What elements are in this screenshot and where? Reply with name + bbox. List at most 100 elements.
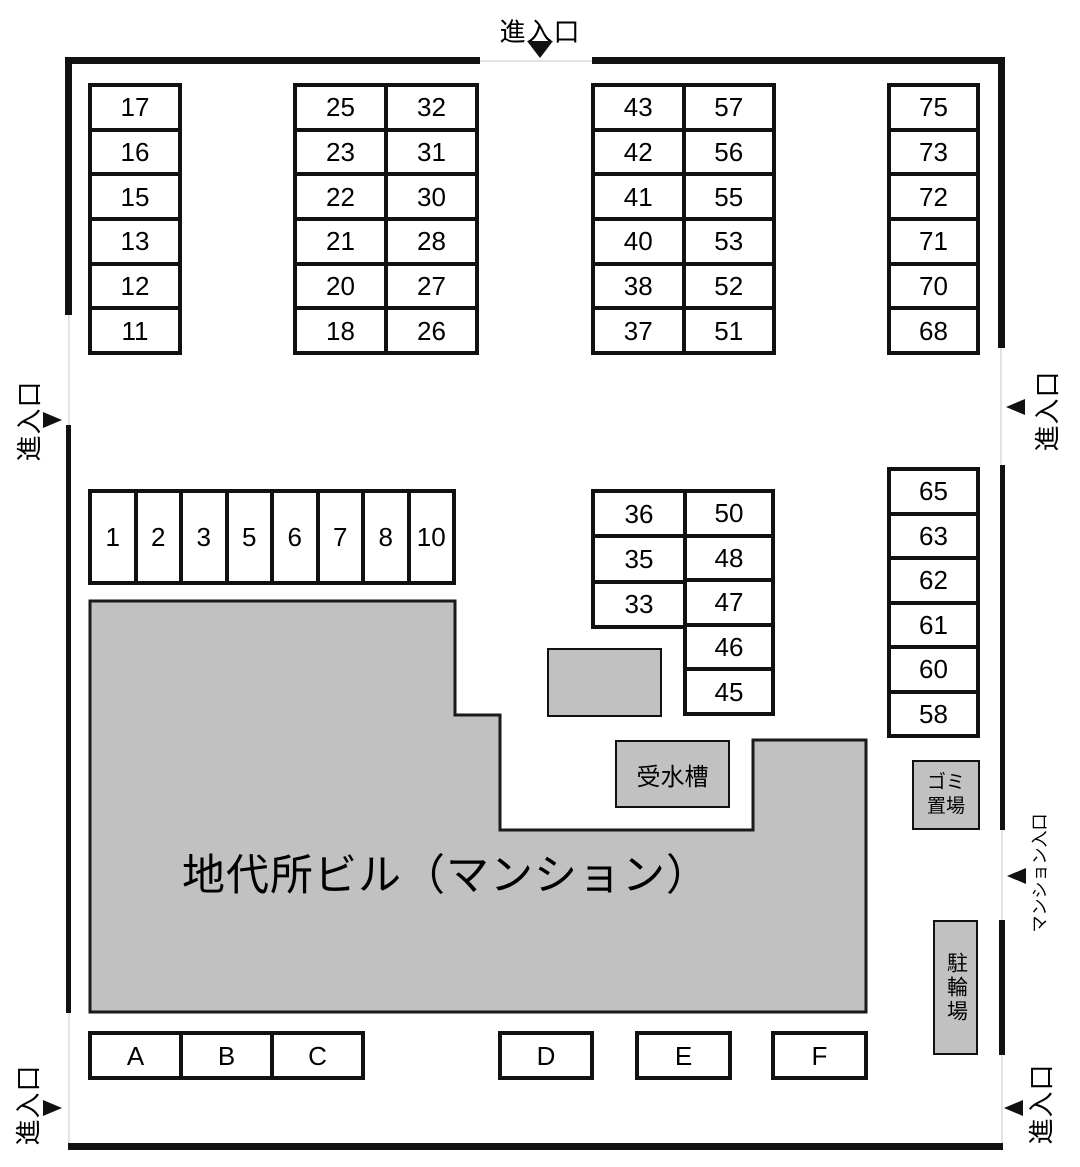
- entrance-label-bottom-left: 進入口: [13, 1064, 44, 1146]
- stall-36: 36: [595, 493, 683, 535]
- building-outline: [88, 599, 868, 1014]
- stall-52: 52: [685, 265, 772, 307]
- stall-1: 1: [92, 493, 134, 581]
- stall-32: 32: [388, 87, 475, 128]
- stall-63: 63: [891, 515, 976, 556]
- stall-50: 50: [687, 493, 771, 534]
- entrance-label-left: 進入口: [14, 380, 45, 462]
- bicycle-parking-label: 駐輪場: [944, 951, 968, 1024]
- wall-right-upper-segment: [998, 57, 1005, 348]
- stall-61: 61: [891, 604, 976, 645]
- stall-47: 47: [687, 582, 771, 623]
- stall-55: 55: [685, 176, 772, 217]
- stall-group-top-midleft: 25 32 23 31 22 30 21 28 20 27 18 26: [293, 83, 479, 355]
- stall-37: 37: [595, 310, 682, 351]
- stall-27: 27: [388, 265, 475, 307]
- stall-box-e: E: [635, 1031, 732, 1080]
- wall-left-lower-segment: [66, 425, 71, 1013]
- stall-8: 8: [365, 493, 407, 581]
- gap-line-mansion-entrance: [1001, 830, 1003, 920]
- stall-e: E: [639, 1035, 728, 1076]
- stall-75: 75: [891, 87, 976, 128]
- stall-68: 68: [891, 310, 976, 351]
- water-tank-label: 受水槽: [636, 763, 709, 791]
- mansion-entrance-arrow-icon: [1007, 868, 1026, 884]
- stall-56: 56: [685, 131, 772, 173]
- entrance-arrow-bottom-left-icon: [43, 1100, 62, 1116]
- wall-bottom: [68, 1143, 1003, 1150]
- garbage-label-line2: 置場: [926, 796, 965, 817]
- stall-28: 28: [388, 221, 475, 262]
- bicycle-parking: 駐輪場: [933, 920, 978, 1055]
- wall-right-lower-segment: [999, 920, 1005, 1055]
- stall-26: 26: [388, 310, 475, 351]
- stall-group-mid-right-col: 50 48 47 46 45: [683, 489, 775, 716]
- stall-53: 53: [685, 221, 772, 262]
- stall-15: 15: [92, 176, 178, 217]
- stall-7: 7: [319, 493, 361, 581]
- stall-21: 21: [297, 221, 384, 262]
- wall-top-left-segment: [65, 57, 480, 64]
- stall-65: 65: [891, 471, 976, 512]
- stall-box-d: D: [498, 1031, 594, 1080]
- stall-f: F: [775, 1035, 864, 1076]
- building-label: 地代所ビル（マンション）: [182, 852, 710, 900]
- stall-72: 72: [891, 176, 976, 217]
- stall-row-middle: 1 2 3 5 6 7 8 10: [88, 489, 456, 585]
- stall-16: 16: [92, 131, 178, 173]
- wall-left-upper-segment: [65, 57, 72, 315]
- stall-40: 40: [595, 221, 682, 262]
- stall-60: 60: [891, 649, 976, 690]
- gap-line-bottom-left-entrance: [68, 1013, 70, 1145]
- wall-top-right-segment: [592, 57, 1003, 64]
- water-tank: 受水槽: [615, 740, 730, 808]
- stall-43: 43: [595, 87, 682, 128]
- stall-31: 31: [388, 131, 475, 173]
- stall-17: 17: [92, 87, 178, 128]
- stall-b: B: [183, 1035, 270, 1076]
- entrance-arrow-top-icon: [527, 41, 553, 58]
- stall-48: 48: [687, 537, 771, 579]
- stall-73: 73: [891, 131, 976, 173]
- wall-right-middle-segment: [1000, 465, 1005, 830]
- stall-column-right: 65 63 62 61 60 58: [887, 467, 980, 738]
- annex-block: [547, 648, 662, 717]
- mansion-entrance-label: マンション入口: [1030, 813, 1050, 933]
- stall-12: 12: [92, 265, 178, 307]
- stall-46: 46: [687, 626, 771, 668]
- stall-box-f: F: [771, 1031, 868, 1080]
- stall-5: 5: [228, 493, 270, 581]
- stall-23: 23: [297, 131, 384, 173]
- stall-group-top-left: 17 16 15 13 12 11: [88, 83, 182, 355]
- gap-line-right-entrance: [1000, 348, 1002, 465]
- entrance-arrow-bottom-right-icon: [1004, 1100, 1023, 1116]
- stall-71: 71: [891, 221, 976, 262]
- stall-11: 11: [92, 310, 178, 351]
- stall-30: 30: [388, 176, 475, 217]
- stall-42: 42: [595, 131, 682, 173]
- stall-group-mid-left-col: 36 35 33: [591, 489, 687, 629]
- garbage-label-line1: ゴミ: [926, 772, 965, 794]
- stall-45: 45: [687, 671, 771, 712]
- stall-62: 62: [891, 560, 976, 601]
- stall-35: 35: [595, 538, 683, 580]
- stall-c: C: [274, 1035, 361, 1076]
- stall-18: 18: [297, 310, 384, 351]
- stall-51: 51: [685, 310, 772, 351]
- stall-2: 2: [137, 493, 179, 581]
- stall-38: 38: [595, 265, 682, 307]
- stall-group-top-midright: 43 57 42 56 41 55 40 53 38 52 37 51: [591, 83, 776, 355]
- stall-33: 33: [595, 583, 683, 625]
- stall-70: 70: [891, 265, 976, 307]
- gap-line-top-entrance: [480, 60, 592, 62]
- stall-6: 6: [274, 493, 316, 581]
- stall-22: 22: [297, 176, 384, 217]
- gap-line-left-entrance: [68, 315, 70, 425]
- stall-a: A: [92, 1035, 179, 1076]
- stall-20: 20: [297, 265, 384, 307]
- stall-3: 3: [183, 493, 225, 581]
- stall-10: 10: [410, 493, 452, 581]
- stall-d: D: [502, 1035, 590, 1076]
- stall-41: 41: [595, 176, 682, 217]
